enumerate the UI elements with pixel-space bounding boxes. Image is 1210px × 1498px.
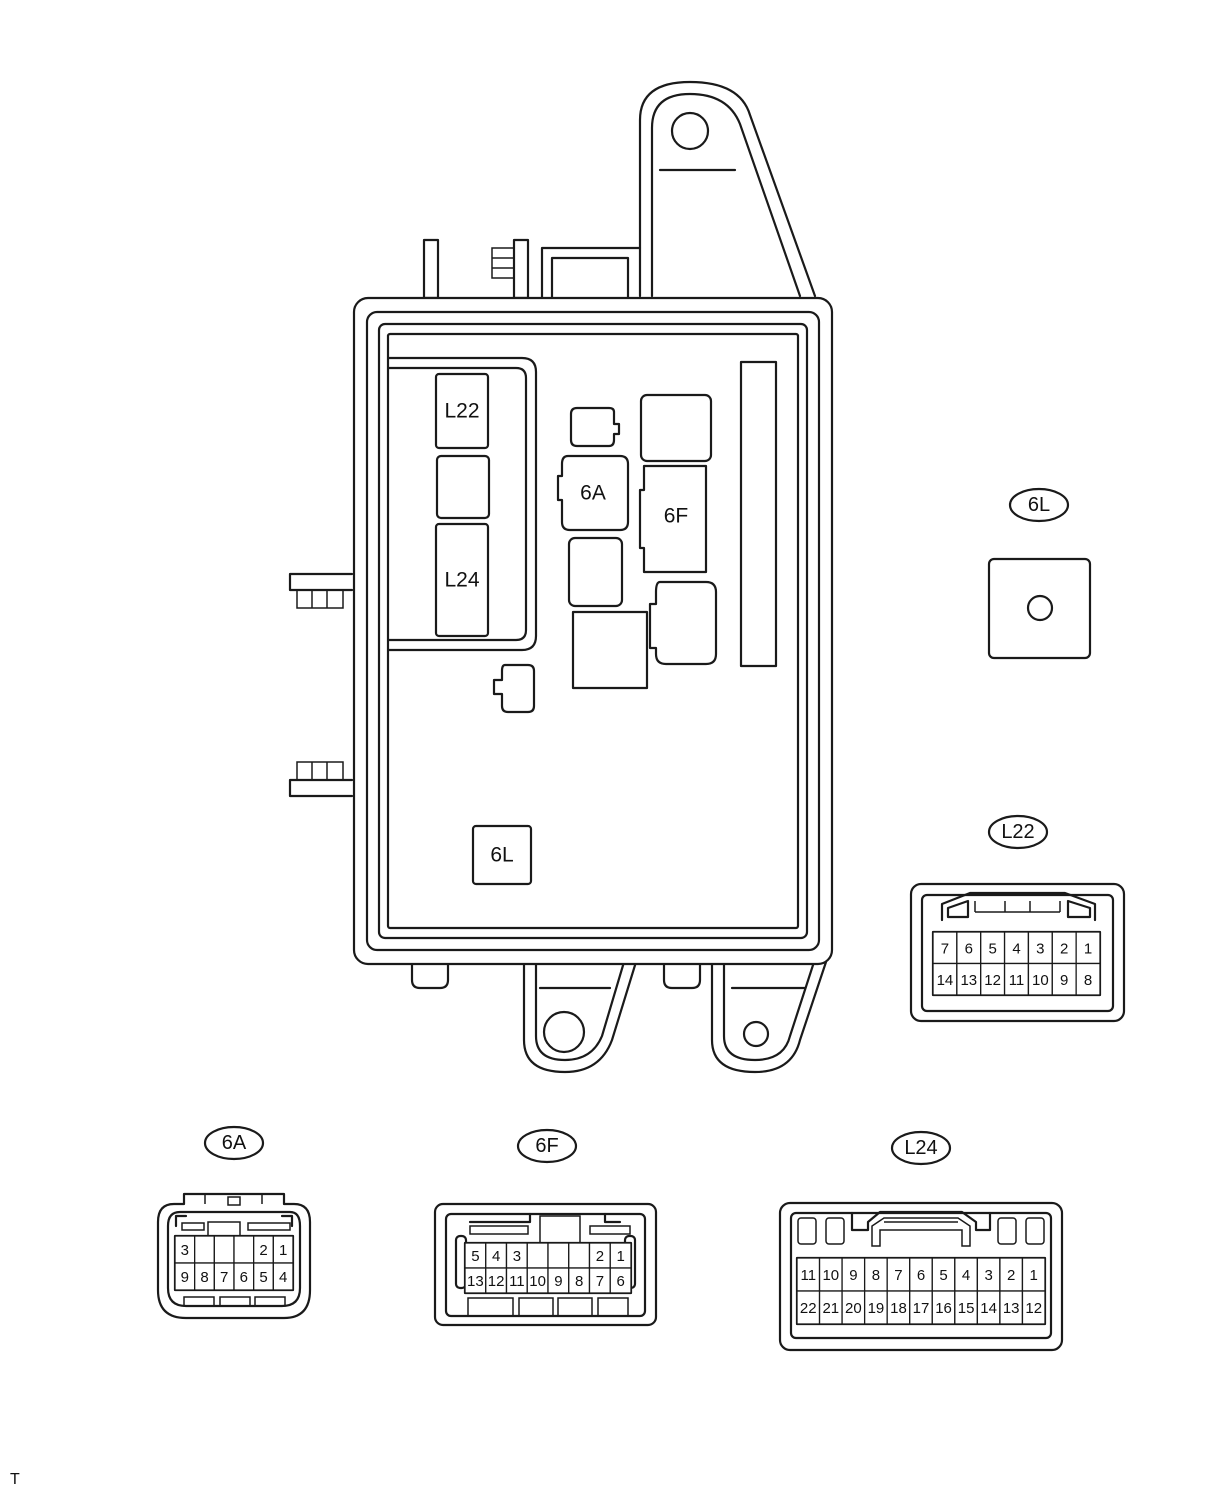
pin-label: 11 [800,1267,816,1284]
pin-label: 2 [596,1248,604,1265]
pin-label: 19 [868,1300,885,1317]
pin-label: 15 [958,1300,975,1317]
pin-label: 1 [616,1248,624,1265]
pin-label: 9 [554,1273,562,1290]
connector-tag-6f: 6F [535,1135,558,1157]
pin-label: 9 [849,1267,857,1284]
pin-label: 8 [200,1269,208,1286]
pin-label: 8 [872,1267,880,1284]
pin-label: 20 [845,1300,862,1317]
pin-label: 3 [513,1248,521,1265]
pin-label: 16 [935,1300,952,1317]
pin-label: 18 [890,1300,907,1317]
pin-label: 10 [529,1273,546,1290]
pin-label: 6 [240,1269,248,1286]
pin-label: 12 [984,972,1001,989]
pin-cell [1075,962,1101,996]
pin-label: 7 [596,1273,604,1290]
pin-cell [213,1235,235,1264]
pin-label: 11 [1009,972,1025,989]
pin-label: 5 [471,1248,479,1265]
fuse-label-6l: 6L [490,844,513,867]
pin-label: 14 [980,1300,997,1317]
pin-label: 6 [616,1273,624,1290]
pin-label: 17 [913,1300,930,1317]
pin-label: 4 [1012,940,1020,957]
pin-label: 3 [181,1242,189,1259]
pin-label: 12 [1025,1300,1042,1317]
pin-label: 5 [939,1267,947,1284]
pin-cell [609,1267,632,1294]
pin-label: 3 [1036,940,1044,957]
pin-label: 9 [1060,972,1068,989]
pin-label: 10 [1032,972,1049,989]
pin-label: 12 [488,1273,505,1290]
connector-6l: 6L [987,487,1092,660]
pin-label: 4 [279,1269,287,1286]
pin-label: 7 [894,1267,902,1284]
pin-label: 5 [988,940,996,957]
fuse-box: L22 L24 6A 6F 6L [288,80,834,1074]
fuse-label-l24: L24 [444,569,479,592]
pin-label: 13 [960,972,977,989]
pin-cell [568,1242,591,1269]
pin-label: 2 [1007,1267,1015,1284]
pin-cell [526,1242,549,1269]
pin-label: 6 [965,940,973,957]
fuse-l22 [434,372,490,450]
pin-label: 8 [575,1273,583,1290]
connector-6f-socket [638,464,708,574]
pin-label: 13 [467,1273,484,1290]
pin-label: 2 [1060,940,1068,957]
pin-label: 6 [917,1267,925,1284]
pin-label: 1 [1030,1267,1038,1284]
pin-label: 4 [962,1267,970,1284]
fuse-label-6f: 6F [664,505,689,528]
fuse-label-l22: L22 [444,400,479,423]
pin-label: 21 [822,1300,839,1317]
pin-label: 3 [984,1267,992,1284]
pin-label: 4 [492,1248,500,1265]
pin-cell [272,1262,294,1291]
pin-cell [547,1242,570,1269]
connector-tag-6a: 6A [222,1132,247,1154]
pin-label: 9 [181,1269,189,1286]
connector-tag-l22: L22 [1001,821,1034,843]
connector-6l-socket [471,824,533,886]
pin-label: 1 [1084,940,1092,957]
connector-6a-socket [556,454,630,532]
pin-label: 8 [1084,972,1092,989]
fuse-l24 [434,522,490,638]
connector-tag-6l: 6L [1028,494,1050,516]
pin-cell [233,1235,255,1264]
pin-label: 7 [941,940,949,957]
pin-label: 10 [822,1267,839,1284]
pin-label: 5 [259,1269,267,1286]
connector-tag-l24: L24 [904,1137,937,1159]
pin-label: 7 [220,1269,228,1286]
pin-label: 13 [1003,1300,1020,1317]
pin-cell [1021,1290,1046,1325]
pin-label: 11 [509,1273,525,1290]
pin-cell [194,1235,215,1264]
pin-label: 14 [937,972,954,989]
fuse-label-6a: 6A [580,482,606,505]
pin-label: 2 [259,1242,267,1259]
pin-label: 22 [800,1300,817,1317]
pin-label: 1 [279,1242,287,1259]
footer-code: T [10,1471,20,1488]
